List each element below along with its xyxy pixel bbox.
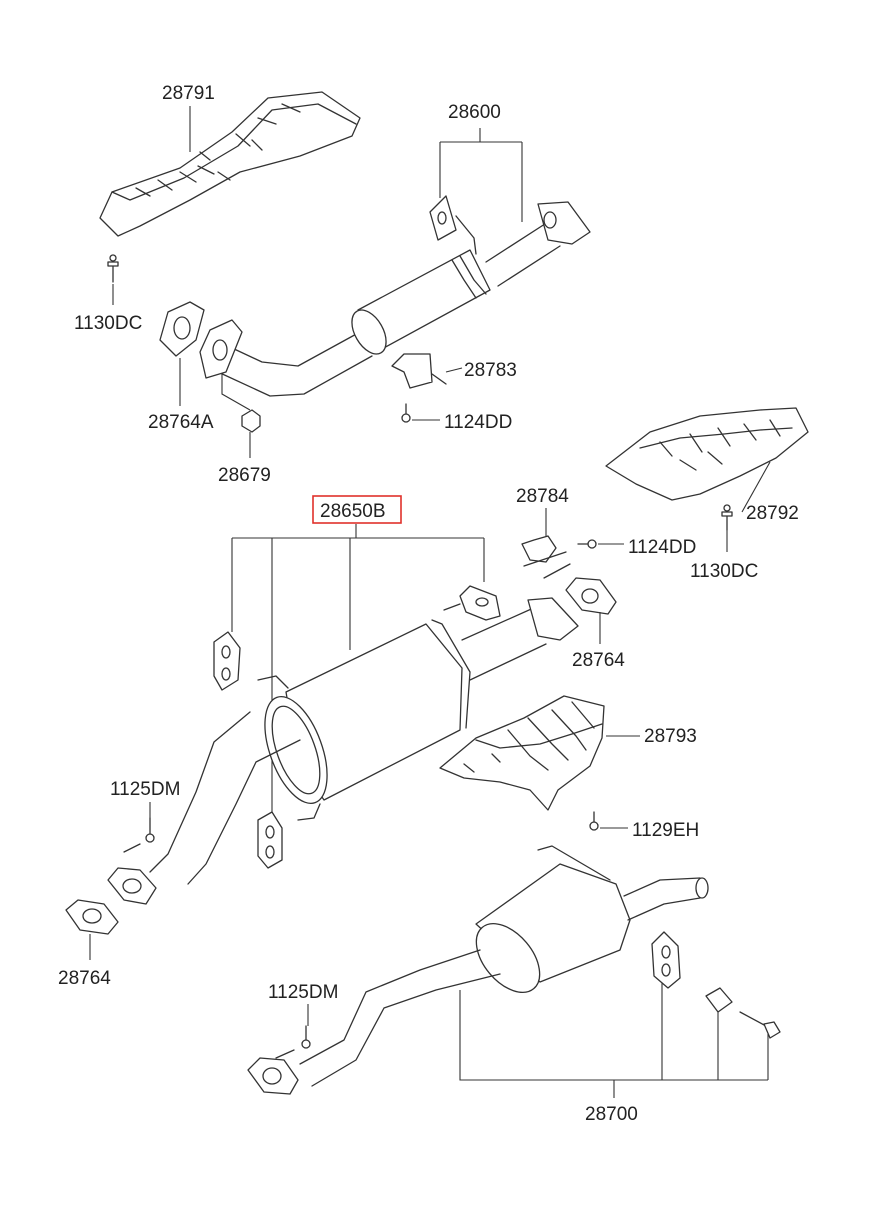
label-1125dm-middle: 1125DM bbox=[110, 779, 180, 800]
rubber-hanger-rear bbox=[651, 931, 681, 989]
screw-1125dm-middle bbox=[123, 817, 155, 853]
front-pipe-28600 bbox=[199, 195, 591, 397]
label-28764-left: 28764 bbox=[58, 968, 111, 989]
bolt-rear bbox=[739, 1011, 781, 1039]
rubber-hanger-bottom bbox=[257, 811, 283, 869]
label-28679: 28679 bbox=[218, 465, 271, 486]
label-1124dd-lower: 1124DD bbox=[628, 537, 696, 558]
label-28793: 28793 bbox=[644, 726, 697, 747]
screw-1130dc-left bbox=[107, 254, 119, 283]
heat-shield-28791 bbox=[99, 91, 361, 237]
highlight-box-28650b bbox=[312, 495, 402, 524]
nut-28679 bbox=[241, 409, 261, 433]
label-28764a: 28764A bbox=[148, 412, 214, 433]
label-28792: 28792 bbox=[746, 503, 799, 524]
rear-muffler-28700 bbox=[247, 845, 709, 1095]
center-muffler-28650b bbox=[107, 597, 579, 905]
rubber-hanger-left bbox=[213, 631, 241, 691]
label-28700: 28700 bbox=[585, 1104, 638, 1125]
label-1130dc-left: 1130DC bbox=[74, 313, 142, 334]
label-28600: 28600 bbox=[448, 102, 501, 123]
label-28784: 28784 bbox=[516, 486, 569, 507]
bushing-rear bbox=[705, 987, 733, 1013]
heat-shield-28793 bbox=[439, 695, 605, 811]
label-1129eh: 1129EH bbox=[632, 820, 699, 841]
label-1125dm-lower: 1125DM bbox=[268, 982, 338, 1003]
screw-1124dd-upper bbox=[401, 403, 411, 423]
label-28650b: 28650B bbox=[320, 501, 386, 522]
gasket-28764-right bbox=[565, 577, 617, 615]
label-1124dd-upper: 1124DD bbox=[444, 412, 512, 433]
heat-shield-28792 bbox=[605, 407, 809, 501]
screw-1129eh bbox=[589, 811, 599, 831]
screw-1125dm-lower bbox=[275, 1025, 311, 1059]
screw-1124dd-lower bbox=[577, 539, 597, 549]
gasket-28764-left bbox=[65, 899, 119, 935]
label-28783: 28783 bbox=[464, 360, 517, 381]
rubber-hanger-top bbox=[443, 585, 501, 621]
label-1130dc-right: 1130DC bbox=[690, 561, 758, 582]
label-28764-right: 28764 bbox=[572, 650, 625, 671]
screw-1130dc-right bbox=[721, 504, 733, 531]
bracket-28783 bbox=[391, 353, 447, 389]
bracket-28784 bbox=[521, 535, 571, 579]
label-28791: 28791 bbox=[162, 83, 215, 104]
gasket-28764a bbox=[159, 301, 205, 357]
